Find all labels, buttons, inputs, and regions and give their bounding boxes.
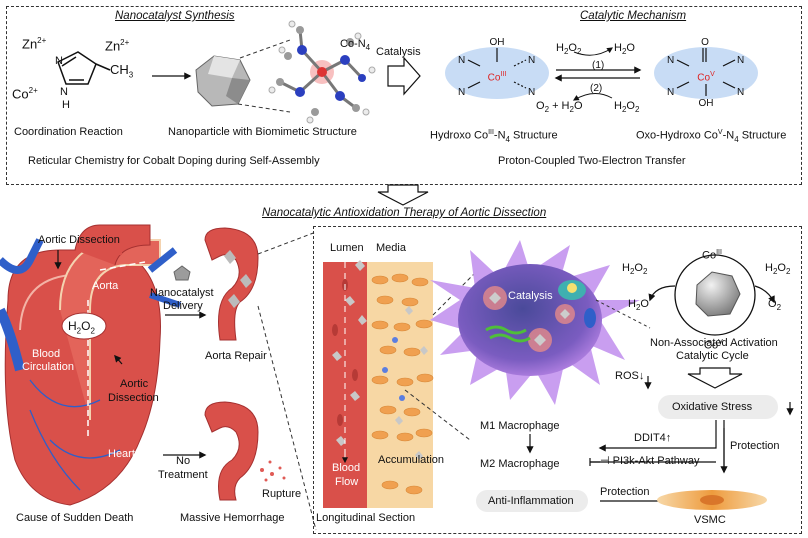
cycle-h2o2-right: H2O2: [765, 262, 791, 277]
imidazole-n-bottom: N: [60, 86, 68, 98]
nanoparticle-label: Nanoparticle with Biomimetic Structure: [168, 126, 357, 138]
rupture-aorta-illustration: [204, 401, 286, 501]
blood-flow-label-b: Flow: [335, 476, 359, 488]
aortic-dissection-top-label: Aortic Dissection: [38, 234, 120, 246]
cycle-h2o: H2O: [628, 298, 649, 313]
anti-inflammation-pill: [476, 490, 588, 512]
coordination-label: Coordination Reaction: [14, 126, 123, 138]
oxo-n3: N: [737, 55, 745, 66]
imidazole-ring: [57, 51, 111, 85]
ddit4-label: DDIT4↑: [634, 432, 672, 444]
cycle-co-v: CoV: [704, 339, 723, 352]
hydroxo-oh: OH: [489, 37, 505, 48]
ros-label: ROS↓: [615, 370, 645, 382]
treatment-label: Treatment: [158, 469, 208, 481]
o2-plus-h2o: O2 + H2O: [536, 100, 583, 115]
circulation-label: Circulation: [22, 361, 74, 373]
heart-illustration: [0, 224, 181, 506]
hydroxo-n4: N: [528, 87, 536, 98]
oxo-n1: N: [667, 55, 675, 66]
hydroxo-n1: N: [458, 55, 466, 66]
co-n4-label: Co-N4: [340, 38, 371, 53]
macrophage-cell: [430, 240, 640, 405]
catalysis-hollow-arrow: [387, 56, 421, 96]
molecular-model: [268, 20, 376, 124]
therapy-panel-frame: [313, 226, 802, 534]
step-1-label: (1): [592, 60, 605, 71]
h2o2-bottom: H2O2: [614, 100, 640, 115]
pi3k-label: ⊣ PI3k-Akt Pathway: [600, 455, 700, 467]
aorta-repair-label: Aorta Repair: [205, 350, 267, 362]
no-label: No: [176, 455, 191, 467]
imidazole-n-top: N: [55, 55, 63, 67]
m1-macrophage-label: M1 Macrophage: [480, 420, 560, 432]
mechanism-title: Catalytic Mechanism: [580, 10, 687, 22]
nanoparticle-polyhedron: [195, 55, 251, 107]
cycle-label-b: Catalytic Cycle: [676, 350, 749, 362]
hemorrhage-label: Massive Hemorrhage: [180, 512, 285, 524]
oxidative-stress-label: Oxidative Stress: [672, 401, 753, 413]
longitudinal-label: Longitudinal Section: [316, 512, 416, 524]
rupture-label: Rupture: [262, 488, 302, 500]
oxidative-stress-pill: [658, 395, 778, 419]
h2o-top: H2O: [614, 42, 635, 57]
cycle-o2: O2: [768, 298, 782, 313]
vsmc-label: VSMC: [694, 514, 726, 526]
co-ion: Co2+: [12, 86, 38, 102]
hydroxo-co-center: CoIII: [487, 71, 507, 84]
zn-ion-left: Zn2+: [22, 36, 47, 52]
therapy-title: Nanocatalytic Antioxidation Therapy of A…: [262, 207, 547, 219]
blood-label: Blood: [32, 348, 61, 360]
hydroxo-n2: N: [458, 87, 466, 98]
oxo-co-center: CoV: [697, 71, 715, 84]
oxo-oh: OH: [698, 98, 714, 109]
reticular-label: Reticular Chemistry for Cobalt Doping du…: [28, 155, 320, 167]
oxo-o: O: [701, 37, 709, 48]
oxo-structure-label: Oxo-Hydroxo CoV-N4 Structure: [636, 129, 787, 144]
imidazole-h: H: [62, 99, 70, 111]
accumulation-label: Accumulation: [378, 454, 445, 466]
heart-label: Heart: [108, 448, 135, 460]
media-label: Media: [376, 242, 406, 254]
aorta-repair-illustration: [204, 227, 259, 341]
cycle-hollow-arrow: [687, 367, 743, 389]
protection-label-bottom: Protection: [600, 486, 650, 498]
dissection-label: Dissection: [108, 392, 159, 404]
hydroxo-n3: N: [528, 55, 536, 66]
hydroxo-structure-label: Hydroxo CoIII-N4 Structure: [430, 129, 558, 144]
h2o2-heart-label: H2O2: [68, 319, 95, 336]
anti-inflammation-label: Anti-Inflammation: [488, 495, 574, 507]
protection-label-right: Protection: [730, 440, 780, 452]
cycle-label-a: Non-Associated Activation: [650, 337, 778, 349]
methyl-group: CH3: [110, 62, 134, 80]
nanocatalyst-label: Nanocatalyst: [150, 287, 214, 299]
synthesis-title: Nanocatalyst Synthesis: [115, 10, 235, 22]
lumen-label: Lumen: [330, 242, 364, 254]
proton-transfer-label: Proton-Coupled Two-Electron Transfer: [498, 155, 686, 167]
sudden-death-label: Cause of Sudden Death: [16, 512, 134, 524]
zn-ion-right: Zn2+: [105, 38, 130, 54]
delivery-catalyst-icon: [173, 265, 191, 281]
aorta-label: Aorta: [92, 280, 119, 292]
catalytic-cycle: [648, 254, 775, 336]
h2o2-top: H2O2: [556, 42, 582, 57]
down-hollow-arrow: [377, 184, 429, 206]
aortic-label: Aortic: [120, 378, 149, 390]
oxo-n2: N: [667, 87, 675, 98]
delivery-label: Delivery: [163, 300, 203, 312]
cycle-co-iii: CoIII: [702, 249, 722, 262]
step-2-label: (2): [590, 83, 603, 94]
cycle-h2o2-left: H2O2: [622, 262, 648, 277]
catalysis-label: Catalysis: [376, 46, 421, 58]
blood-flow-label-a: Blood: [332, 462, 361, 474]
m2-macrophage-label: M2 Macrophage: [480, 458, 560, 470]
cell-catalysis-label: Catalysis: [508, 290, 553, 302]
oxo-n4: N: [737, 87, 745, 98]
